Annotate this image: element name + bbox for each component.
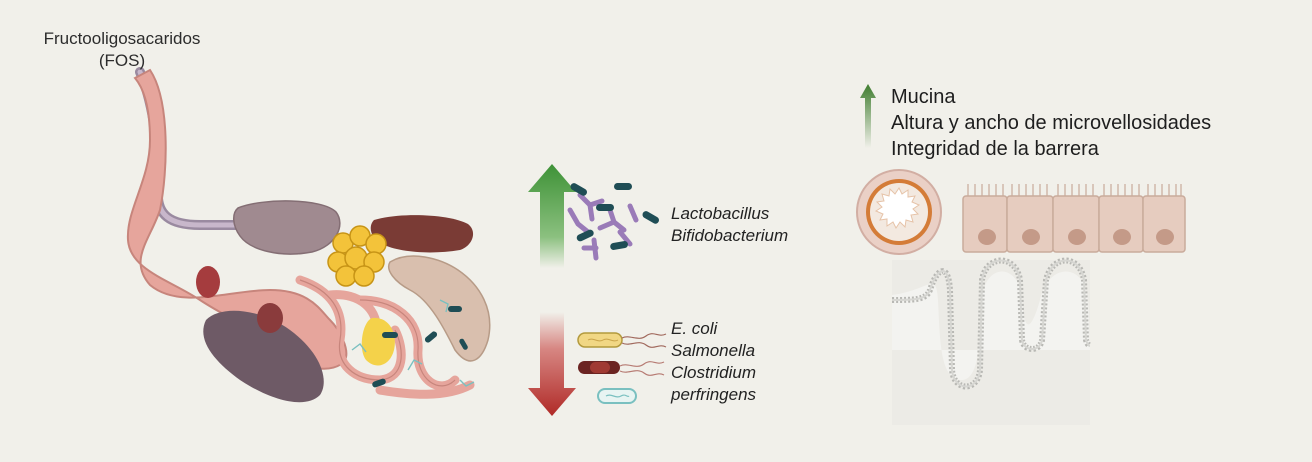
liver xyxy=(370,215,474,253)
villi-icon xyxy=(891,257,1092,425)
fos-label-line2: (FOS) xyxy=(98,51,146,70)
gizzard xyxy=(203,310,324,403)
effects-list: Mucina Altura y ancho de microvellosidad… xyxy=(891,84,1211,162)
chicken-digestive-tract-icon xyxy=(126,67,491,403)
effect-item: Altura y ancho de microvellosidades xyxy=(891,112,1212,134)
fos-label-line1: Fructooligosacaridos xyxy=(43,29,201,48)
decrease-arrow-icon xyxy=(528,312,576,416)
pancreas xyxy=(327,225,387,287)
increase-arrow-icon xyxy=(528,164,576,268)
heart xyxy=(257,303,283,333)
gland xyxy=(233,200,341,255)
decreased-bacteria-item: perfringens xyxy=(671,385,757,404)
pathogen-bacteria-icon xyxy=(577,332,667,404)
effect-item: Integridad de la barrera xyxy=(891,138,1099,160)
increased-bacteria-list: Lactobacillus Bifidobacterium xyxy=(671,203,788,247)
epithelial-cells-icon xyxy=(962,184,1186,253)
effect-item: Mucina xyxy=(891,86,956,108)
effect-increase-arrow-icon xyxy=(860,84,876,148)
decreased-bacteria-item: Salmonella xyxy=(671,341,756,360)
duodenum xyxy=(388,255,491,362)
increased-bacteria-item: Lactobacillus xyxy=(671,204,770,223)
decreased-bacteria-item: E. coli xyxy=(671,319,718,338)
spleen xyxy=(196,266,220,298)
decreased-bacteria-list: E. coli Salmonella Clostridium perfringe… xyxy=(671,318,756,406)
intestine-cross-section-icon xyxy=(856,169,942,255)
fos-label: Fructooligosacaridos (FOS) xyxy=(22,28,222,72)
increased-bacteria-item: Bifidobacterium xyxy=(671,226,789,245)
decreased-bacteria-item: Clostridium xyxy=(671,363,757,382)
lactobacillus-bacteria-icon xyxy=(567,183,660,261)
